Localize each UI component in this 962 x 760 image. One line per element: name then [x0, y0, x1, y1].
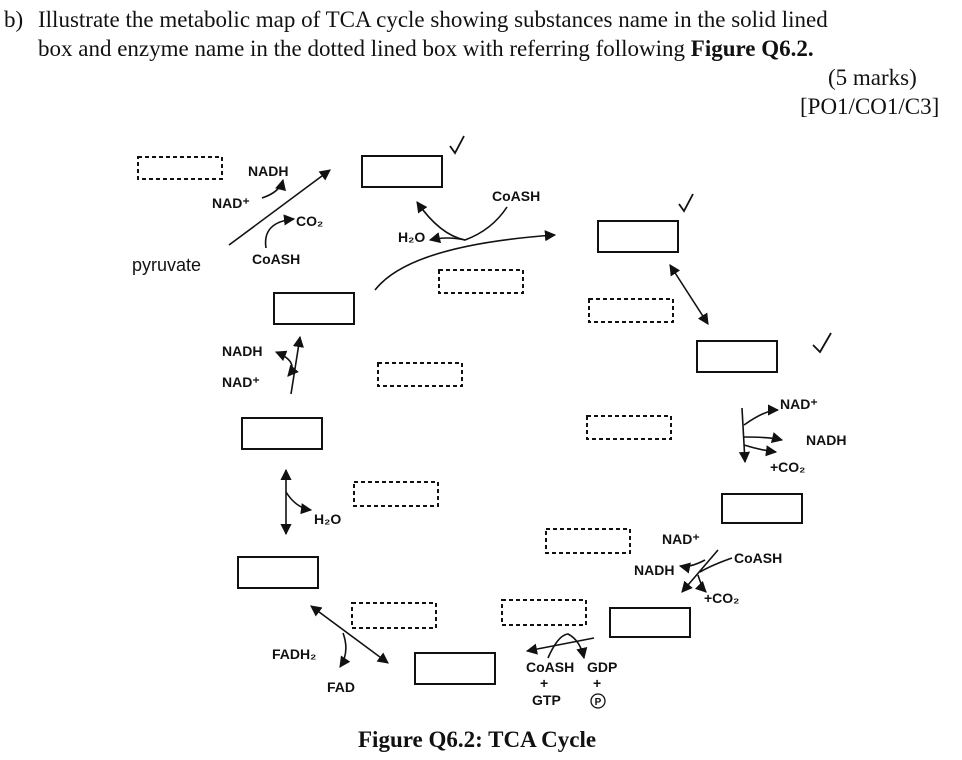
- nad-label: NAD⁺: [212, 195, 250, 211]
- main-arrow-bottom: [525, 637, 595, 655]
- question-line-2-text: box and enzyme name in the dotted lined …: [38, 36, 686, 61]
- question-line-1: Illustrate the metabolic map of TCA cycl…: [38, 7, 828, 32]
- coash-gdp-side-arrow: [547, 633, 588, 660]
- check-mark-icon: [449, 135, 465, 155]
- enzyme-box-8[interactable]: [351, 602, 437, 629]
- co2-arrow-right: [743, 444, 778, 457]
- fadh2-reversible-arrow: [310, 605, 389, 664]
- enzyme-box-2[interactable]: [438, 269, 524, 294]
- enzyme-box-6[interactable]: [353, 481, 439, 507]
- pyruvate-label: pyruvate: [132, 255, 201, 275]
- substance-box-7[interactable]: [237, 556, 319, 589]
- nad-nadh-left-side-arrow: [274, 350, 299, 377]
- question-prefix: b): [4, 7, 24, 32]
- coash-label: CoASH: [526, 659, 574, 675]
- nadh-arrow-right: [743, 432, 784, 443]
- coash-label: CoASH: [252, 251, 300, 267]
- h2o-label: H₂O: [314, 511, 341, 527]
- enzyme-box-1[interactable]: [137, 156, 223, 180]
- co2-label: +CO₂: [770, 459, 805, 475]
- co2-lower-arrow: [694, 574, 707, 593]
- substance-box-8[interactable]: [241, 417, 323, 450]
- main-arrow-right: [738, 407, 751, 464]
- po-co-label: [PO1/CO1/C3]: [800, 94, 940, 119]
- plus-label: +: [593, 675, 601, 691]
- fad-label: FAD: [327, 679, 355, 695]
- enzyme-box-3[interactable]: [588, 298, 674, 323]
- coash-co2-side-arrow: [264, 214, 296, 249]
- substance-box-4[interactable]: [721, 493, 803, 524]
- check-mark-icon: [678, 193, 694, 213]
- citrate-formation-arrow: [374, 230, 557, 291]
- enzyme-box-7[interactable]: [545, 528, 631, 554]
- phosphate-label: P: [595, 697, 602, 708]
- nadh-label: NADH: [222, 343, 262, 359]
- h2o-left-side-arrow: [285, 491, 313, 515]
- substance-box-1[interactable]: [361, 155, 443, 188]
- nadh-label: NADH: [634, 562, 674, 578]
- marks-label: (5 marks): [828, 65, 917, 90]
- enzyme-box-5[interactable]: [586, 415, 672, 440]
- enzyme-box-9[interactable]: [501, 599, 587, 626]
- main-arrow-lower-right: [681, 549, 719, 593]
- substance-box-2[interactable]: [597, 220, 679, 253]
- co2-label: +CO₂: [704, 590, 739, 606]
- figure-caption: Figure Q6.2: TCA Cycle: [358, 727, 596, 752]
- fad-fadh2-side-arrow: [339, 632, 351, 668]
- reversible-arrow-right: [669, 264, 709, 325]
- check-mark-icon: [812, 332, 832, 354]
- phosphate-icon: [590, 693, 606, 709]
- h2o-label: H₂O: [398, 229, 425, 245]
- substance-box-9[interactable]: [273, 292, 355, 325]
- substance-box-6[interactable]: [414, 652, 496, 685]
- nadh-label: NADH: [806, 432, 846, 448]
- nad-arrow-right: [743, 404, 780, 426]
- question-line-2: box and enzyme name in the dotted lined …: [38, 37, 814, 60]
- nad-nadh-side-arrow: [261, 178, 286, 199]
- substance-box-3[interactable]: [696, 340, 778, 373]
- enzyme-box-4[interactable]: [377, 362, 463, 387]
- fadh2-label: FADH₂: [272, 646, 316, 662]
- h2o-coash-side-arrow: [416, 201, 508, 241]
- nad-nadh-lower-arrow: [678, 559, 706, 574]
- pyruvate-arrow: [228, 169, 331, 246]
- plus-label: +: [540, 675, 548, 691]
- nad-label: NAD⁺: [780, 396, 818, 412]
- co2-label: CO₂: [296, 213, 323, 229]
- nadh-label: NADH: [248, 163, 288, 179]
- nad-label: NAD⁺: [662, 531, 700, 547]
- substance-box-5[interactable]: [609, 607, 691, 638]
- coash-label: CoASH: [492, 188, 540, 204]
- coash-lower-arrow: [699, 557, 733, 573]
- gdp-label: GDP: [587, 659, 617, 675]
- h2o-input-arrow: [428, 232, 466, 244]
- coash-label: CoASH: [734, 550, 782, 566]
- figure-reference: Figure Q6.2.: [690, 36, 814, 61]
- gtp-label: GTP: [532, 692, 561, 708]
- nad-label: NAD⁺: [222, 374, 260, 390]
